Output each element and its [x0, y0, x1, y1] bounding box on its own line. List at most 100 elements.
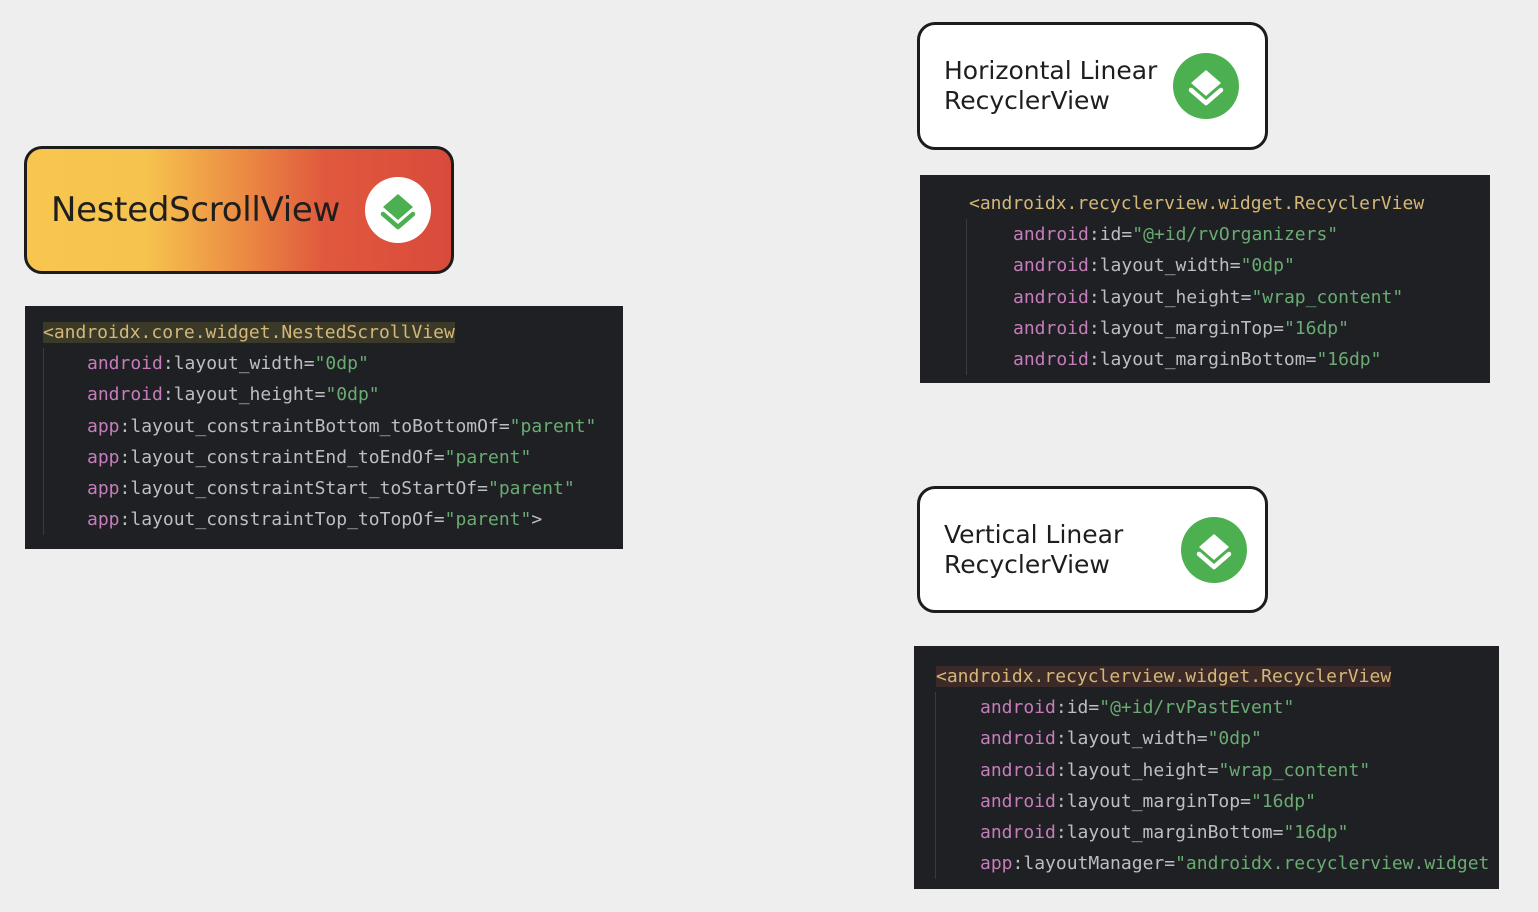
- code-attribute: layout_width: [1099, 255, 1230, 277]
- code-attribute: layout_marginBottom: [1099, 348, 1306, 370]
- code-colon: :: [1088, 255, 1100, 277]
- indent-guide: [935, 848, 936, 880]
- code-line: android:id="@+id/rvPastEvent": [914, 692, 1499, 724]
- vertical-recyclerview-code: <androidx.recyclerview.widget.RecyclerVi…: [914, 646, 1499, 889]
- code-equals: =: [1164, 853, 1176, 875]
- layers-icon: [365, 177, 431, 243]
- layers-icon: [1173, 53, 1239, 119]
- code-namespace: android: [980, 821, 1056, 843]
- code-value: "16dp": [1283, 317, 1349, 339]
- code-line: android:layout_height="wrap_content": [920, 281, 1490, 313]
- code-equals: =: [1272, 821, 1284, 843]
- code-value: "wrap_content": [1218, 759, 1371, 781]
- code-colon: :: [162, 353, 174, 375]
- indent-guide: [966, 343, 967, 376]
- vertical-card-title-line2: RecyclerView: [944, 549, 1110, 579]
- code-line: android:layout_width="0dp": [914, 723, 1499, 755]
- code-value: "0dp": [314, 353, 369, 375]
- indent-guide: [935, 754, 936, 786]
- code-namespace: android: [980, 697, 1056, 719]
- code-colon: :: [119, 477, 131, 499]
- code-line: app:layout_constraintTop_toTopOf="parent…: [25, 504, 623, 536]
- code-value: "@+id/rvPastEvent": [1099, 697, 1295, 719]
- code-equals: =: [1196, 728, 1208, 750]
- code-attribute: layout_width: [1066, 728, 1197, 750]
- indent-guide: [43, 441, 44, 473]
- horizontal-card-title: Horizontal Linear RecyclerView: [944, 56, 1157, 116]
- code-namespace: android: [1013, 255, 1089, 277]
- code-colon: :: [1055, 790, 1067, 812]
- code-attribute: id: [1066, 697, 1089, 719]
- code-value: "parent": [487, 477, 575, 499]
- code-colon: :: [1055, 728, 1067, 750]
- code-line: android:layout_marginTop="16dp": [914, 785, 1499, 817]
- code-namespace: android: [87, 384, 163, 406]
- code-colon: :: [1088, 286, 1100, 308]
- indent-guide: [935, 816, 936, 849]
- code-namespace: app: [87, 477, 120, 499]
- code-colon: :: [119, 509, 131, 531]
- indent-guide: [43, 504, 44, 536]
- code-namespace: android: [1013, 224, 1089, 246]
- code-namespace: android: [1013, 348, 1089, 370]
- code-value: "@+id/rvOrganizers": [1132, 224, 1339, 246]
- code-line: android:layout_width="0dp": [920, 250, 1490, 282]
- code-equals: =: [1240, 790, 1251, 812]
- code-colon: :: [1012, 853, 1024, 875]
- code-equals: =: [433, 509, 445, 531]
- code-namespace: android: [1013, 286, 1089, 308]
- code-attribute: layout_height: [173, 384, 315, 406]
- code-line: app:layoutManager="androidx.recyclerview…: [914, 848, 1499, 880]
- code-attribute: layout_marginTop: [1099, 317, 1274, 339]
- code-colon: :: [119, 446, 131, 468]
- code-tail: >: [531, 509, 543, 531]
- indent-guide: [43, 472, 44, 505]
- code-line: <androidx.core.widget.NestedScrollView: [25, 317, 623, 348]
- code-value: "0dp": [1240, 255, 1295, 277]
- code-value: "androidx.recyclerview.widget: [1175, 853, 1490, 875]
- code-line: android:layout_height="wrap_content": [914, 754, 1499, 786]
- code-attribute: layout_constraintEnd_toEndOf: [130, 446, 434, 468]
- indent-guide: [43, 410, 44, 442]
- code-equals: =: [1088, 697, 1100, 719]
- code-line: android:id="@+id/rvOrganizers": [920, 219, 1490, 251]
- code-attribute: layout_marginBottom: [1066, 821, 1273, 843]
- code-equals: =: [433, 446, 445, 468]
- code-line: android:layout_marginBottom="16dp": [920, 343, 1490, 376]
- code-attribute: layout_constraintBottom_toBottomOf: [130, 415, 499, 437]
- indent-guide: [43, 379, 44, 411]
- code-equals: =: [1229, 255, 1241, 277]
- vertical-card-title: Vertical Linear RecyclerView: [944, 520, 1123, 580]
- code-line: app:layout_constraintEnd_toEndOf="parent…: [25, 441, 623, 473]
- nested-card-title: NestedScrollView: [51, 190, 340, 230]
- code-colon: :: [119, 415, 131, 437]
- code-value: "parent": [509, 415, 597, 437]
- horizontal-card-title-line1: Horizontal Linear: [944, 56, 1158, 85]
- code-equals: =: [303, 353, 315, 375]
- code-equals: =: [1305, 348, 1317, 370]
- vertical-recyclerview-card: Vertical Linear RecyclerView: [917, 486, 1268, 613]
- code-value: "0dp": [325, 384, 380, 406]
- vertical-card-title-line1: Vertical Linear: [944, 519, 1124, 549]
- indent-guide: [935, 692, 936, 724]
- nested-scroll-view-card: NestedScrollView: [24, 146, 454, 274]
- code-colon: :: [1088, 317, 1100, 339]
- code-line: app:layout_constraintBottom_toBottomOf="…: [25, 410, 623, 442]
- code-line: app:layout_constraintStart_toStartOf="pa…: [25, 472, 623, 505]
- code-namespace: app: [87, 446, 120, 468]
- indent-guide: [43, 348, 44, 380]
- code-line: <androidx.recyclerview.widget.RecyclerVi…: [920, 188, 1490, 219]
- code-equals: =: [1121, 224, 1133, 246]
- code-colon: :: [162, 384, 174, 406]
- code-namespace: android: [1013, 317, 1089, 339]
- code-value: "wrap_content": [1251, 286, 1404, 308]
- code-namespace: android: [980, 728, 1056, 750]
- code-attribute: layout_constraintTop_toTopOf: [130, 509, 434, 531]
- code-value: "parent": [444, 509, 532, 531]
- code-line: android:layout_height="0dp": [25, 379, 623, 411]
- code-equals: =: [1273, 317, 1284, 339]
- code-equals: =: [1240, 286, 1252, 308]
- code-namespace: android: [980, 790, 1056, 812]
- code-attribute: layout_constraintStart_toStartOf: [130, 477, 478, 499]
- indent-guide: [966, 219, 967, 251]
